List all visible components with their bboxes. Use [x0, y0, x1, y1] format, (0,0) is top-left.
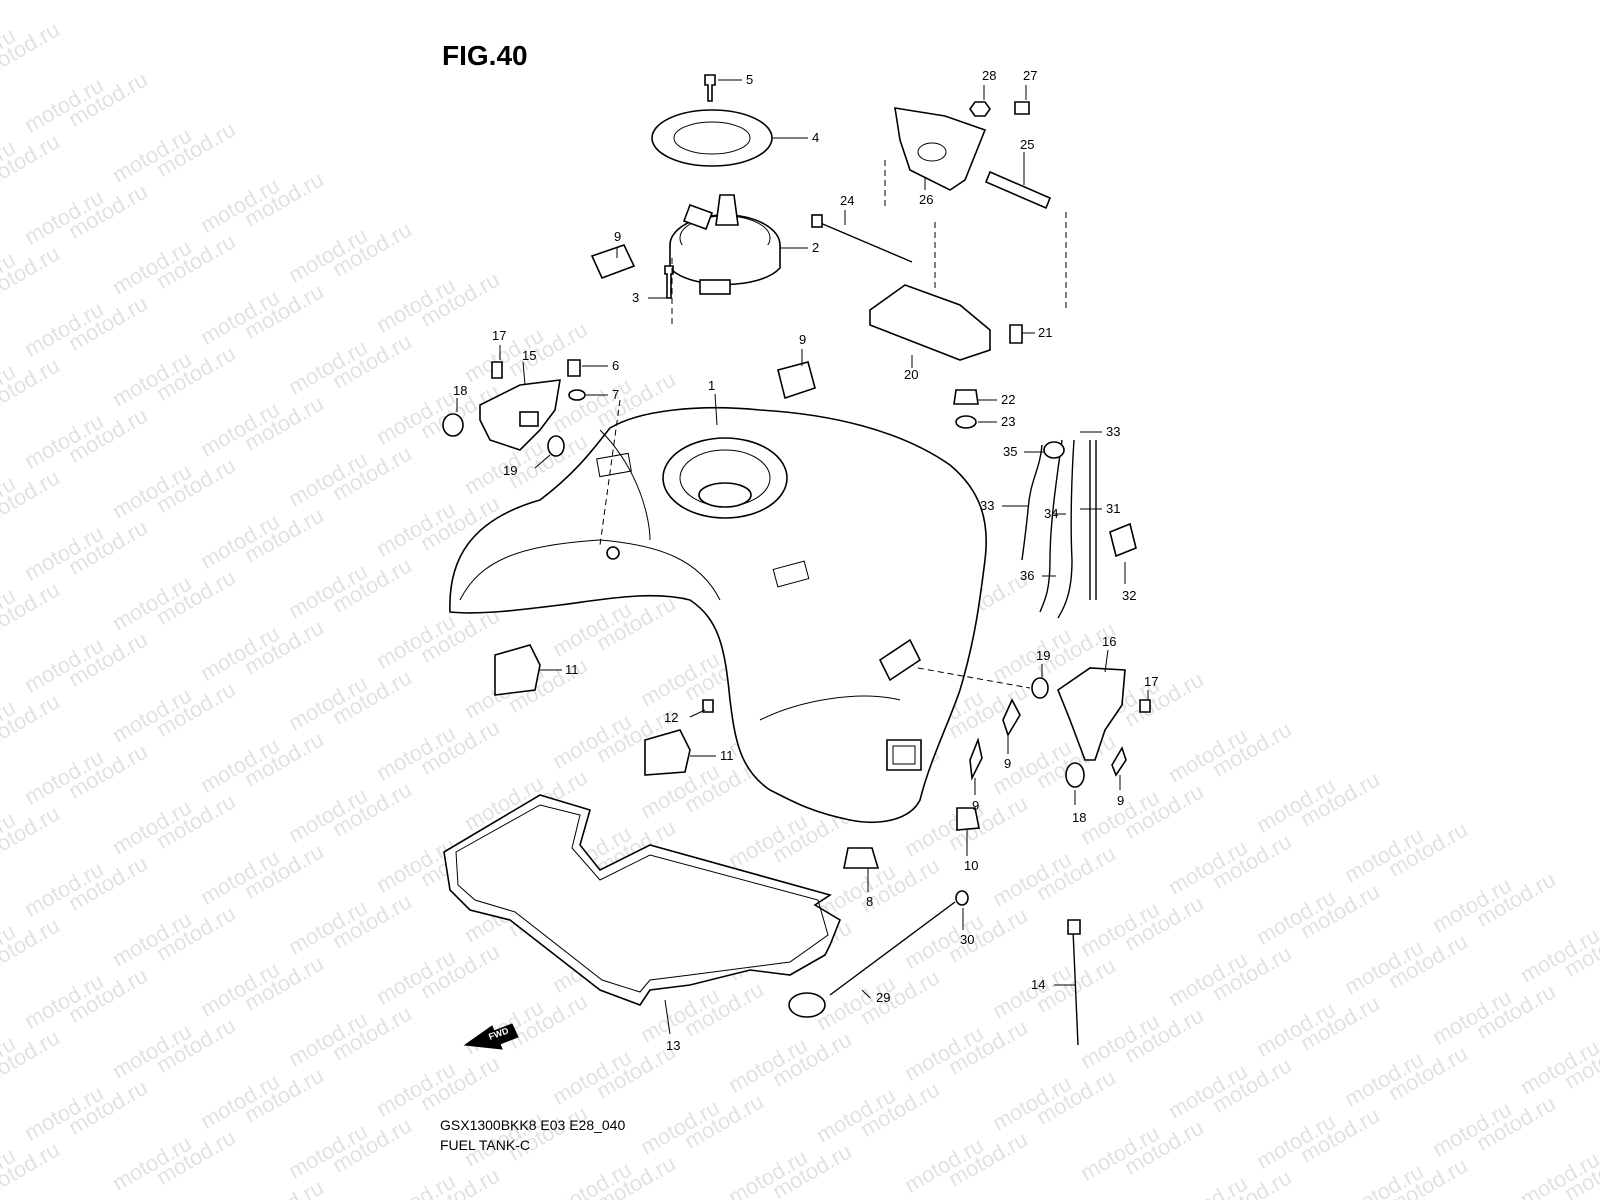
callout-label-18: 18 [453, 383, 467, 398]
figure-title: FIG.40 [442, 40, 528, 71]
leader-lines [456, 79, 1149, 1035]
fuel-tank-part [449, 406, 988, 823]
callout-label-10: 10 [964, 858, 978, 873]
callout-label-12: 12 [664, 710, 678, 725]
left-bracket-part [479, 379, 561, 451]
callout-label-36: 36 [1020, 568, 1034, 583]
callout-label-21: 21 [1038, 325, 1052, 340]
callout-label-19: 19 [1036, 648, 1050, 663]
callout-label-30: 30 [960, 932, 974, 947]
callout-label-2: 2 [812, 240, 819, 255]
callout-label-20: 20 [904, 367, 918, 382]
callout-label-25: 25 [1020, 137, 1034, 152]
callout-label-9: 9 [799, 332, 806, 347]
callout-label-33: 33 [980, 498, 994, 513]
callout-label-7: 7 [612, 387, 619, 402]
callout-label-24: 24 [840, 193, 854, 208]
callout-label-13: 13 [666, 1038, 680, 1053]
callout-label-15: 15 [522, 348, 536, 363]
callout-label-11: 11 [720, 748, 734, 763]
callout-label-6: 6 [612, 358, 619, 373]
callout-label-11: 11 [565, 662, 579, 677]
callout-label-23: 23 [1001, 414, 1015, 429]
cap-ring-part [651, 109, 773, 167]
diagram-name: FUEL TANK-C [440, 1137, 530, 1153]
callout-label-9: 9 [614, 229, 621, 244]
callout-label-9: 9 [972, 798, 979, 813]
callout-label-8: 8 [866, 894, 873, 909]
callout-label-18: 18 [1072, 810, 1086, 825]
callout-label-33: 33 [1106, 424, 1120, 439]
callout-label-35: 35 [1003, 444, 1017, 459]
callout-label-31: 31 [1106, 501, 1120, 516]
callout-label-17: 17 [1144, 674, 1158, 689]
callout-label-5: 5 [746, 72, 753, 87]
diagram-code: GSX1300BKK8 E03 E28_040 [440, 1117, 626, 1133]
callout-label-17: 17 [492, 328, 506, 343]
callout-label-19: 19 [503, 463, 517, 478]
screw-part [704, 74, 716, 102]
callout-label-28: 28 [982, 68, 996, 83]
right-bracket-part [1057, 667, 1126, 761]
callout-label-27: 27 [1023, 68, 1037, 83]
fwd-arrow-icon: FWD [463, 1023, 519, 1050]
filler-cap-part [669, 194, 781, 295]
callout-label-26: 26 [919, 192, 933, 207]
callout-label-14: 14 [1031, 977, 1045, 992]
callout-label-4: 4 [812, 130, 819, 145]
callout-label-9: 9 [1117, 793, 1124, 808]
callout-label-22: 22 [1001, 392, 1015, 407]
callout-label-9: 9 [1004, 756, 1011, 771]
callout-label-32: 32 [1122, 588, 1136, 603]
callout-label-16: 16 [1102, 634, 1116, 649]
callout-label-1: 1 [708, 378, 715, 393]
callout-label-34: 34 [1044, 506, 1058, 521]
callout-label-3: 3 [632, 290, 639, 305]
mount-bracket-part [869, 284, 991, 361]
callout-label-29: 29 [876, 990, 890, 1005]
tank-seal-part [443, 794, 841, 1006]
